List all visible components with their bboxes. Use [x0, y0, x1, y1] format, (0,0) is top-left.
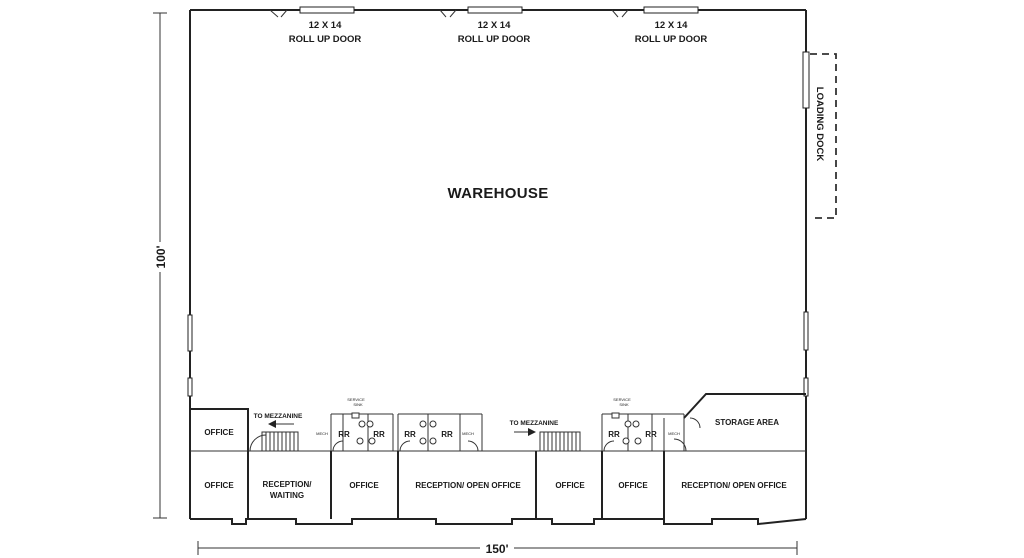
roll-up-door-label: ROLL UP DOOR [289, 34, 362, 45]
room-label-office: OFFICE [555, 481, 585, 490]
room-label-office: OFFICE [204, 481, 234, 490]
room-label-reception-open-office: RECEPTION/ OPEN OFFICE [681, 481, 787, 490]
arrow-left-icon [268, 420, 294, 428]
service-sink-label: SERVICE [347, 397, 365, 402]
roll-up-door-label: ROLL UP DOOR [635, 34, 708, 45]
roll-up-door-size: 12 X 14 [478, 20, 511, 31]
loading-dock: LOADING DOCK [802, 51, 837, 219]
door-swings [249, 417, 701, 452]
stairs-right [539, 431, 581, 452]
room-label-restroom: RR [608, 430, 620, 439]
height-dimension: 100' [150, 12, 170, 519]
service-sink-label: SINK [353, 402, 363, 407]
roll-up-door-1: 12 X 14 ROLL UP DOOR [269, 6, 362, 45]
room-label-office: OFFICE [618, 481, 648, 490]
room-label-reception-waiting: WAITING [270, 491, 304, 500]
roll-up-door-size: 12 X 14 [309, 20, 342, 31]
roll-up-door-size: 12 X 14 [655, 20, 688, 31]
room-label-reception-waiting: RECEPTION/ [263, 480, 313, 489]
width-dimension: 150' [197, 540, 798, 556]
roll-up-door-2: 12 X 14 ROLL UP DOOR [439, 6, 531, 45]
service-sink-label: SERVICE [613, 397, 631, 402]
room-label-reception-open-office: RECEPTION/ OPEN OFFICE [415, 481, 521, 490]
room-label-restroom: RR [441, 430, 453, 439]
arrow-right-icon [514, 428, 536, 436]
width-dimension-label: 150' [486, 542, 509, 556]
room-label-mech: MECH [668, 431, 680, 436]
room-label-restroom: RR [645, 430, 657, 439]
room-label-mech: MECH [462, 431, 474, 436]
stairs-left [261, 431, 299, 452]
room-label-office: OFFICE [349, 481, 379, 490]
to-mezzanine-label: TO MEZZANINE [254, 413, 303, 420]
roll-up-door-label: ROLL UP DOOR [458, 34, 531, 45]
room-label-restroom: RR [373, 430, 385, 439]
side-wall-openings [187, 311, 809, 397]
room-label-restroom: RR [404, 430, 416, 439]
roll-up-door-3: 12 X 14 ROLL UP DOOR [611, 6, 708, 45]
office-interior-walls [190, 393, 806, 519]
to-mezzanine-label: TO MEZZANINE [510, 420, 559, 427]
plumbing-fixtures [351, 412, 642, 445]
height-dimension-label: 100' [154, 245, 168, 268]
room-label-mech: MECH [316, 431, 328, 436]
room-label-storage-area: STORAGE AREA [715, 418, 779, 427]
service-sink-label: SINK [619, 402, 629, 407]
room-label-office-upper: OFFICE [204, 428, 234, 437]
warehouse-label: WAREHOUSE [447, 185, 548, 202]
loading-dock-label: LOADING DOCK [814, 87, 825, 162]
room-label-restroom: RR [338, 430, 350, 439]
